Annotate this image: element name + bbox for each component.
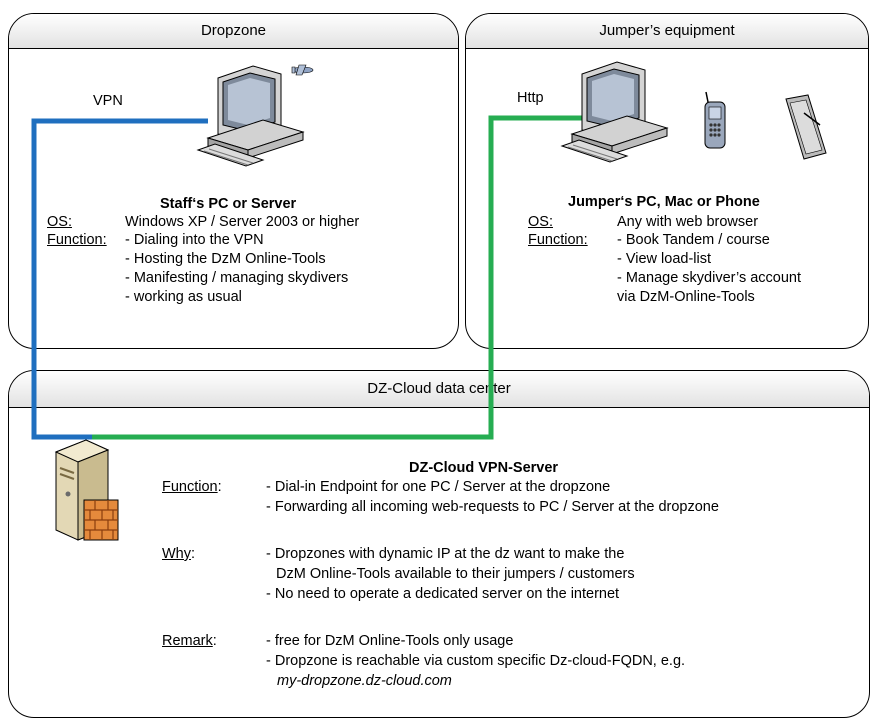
cloud-why-label-wrap: Why: (162, 545, 195, 563)
jumper-function-label: Function: (528, 232, 588, 248)
cloud-remark-colon: : (212, 633, 217, 649)
http-link-label: Http (517, 90, 544, 106)
cloud-title: DZ-Cloud data center (9, 371, 869, 408)
cloud-function-item: - Dial-in Endpoint for one PC / Server a… (266, 479, 611, 495)
dropzone-function-item: - Hosting the DzM Online-Tools (125, 251, 326, 267)
dropzone-function-item: - working as usual (125, 289, 242, 305)
jumper-title: Jumper’s equipment (466, 14, 868, 49)
example-fqdn: my-dropzone.dz-cloud.com (277, 673, 452, 689)
dropzone-os-label: OS: (47, 214, 72, 230)
dropzone-function-item: - Manifesting / managing skydivers (125, 270, 349, 286)
jumper-function-item: - Book Tandem / course (617, 232, 770, 248)
jumper-device-title: Jumper‘s PC, Mac or Phone (568, 194, 760, 210)
cloud-why-item: - No need to operate a dedicated server … (266, 586, 620, 602)
cloud-remark-item: - Dropzone is reachable via custom speci… (266, 653, 686, 669)
staff-device-title: Staff‘s PC or Server (160, 196, 297, 212)
cloud-function-label: Function (162, 479, 218, 495)
jumper-function-item: - View load-list (617, 251, 712, 267)
cloud-device-title: DZ-Cloud VPN-Server (409, 460, 559, 476)
cloud-why-colon: : (191, 546, 196, 562)
dropzone-title: Dropzone (9, 14, 458, 49)
jumper-function-item: via DzM-Online-Tools (617, 289, 755, 305)
tablet-icon (785, 94, 827, 160)
server-with-firewall-icon (54, 439, 119, 541)
cloud-why-item: - Dropzones with dynamic IP at the dz wa… (266, 546, 625, 562)
dropzone-function-label: Function: (47, 232, 107, 248)
http-connection-line (92, 115, 585, 440)
cloud-function-colon: : (217, 479, 222, 495)
desktop-pc-icon (196, 65, 305, 167)
cloud-why-item: DzM Online-Tools available to their jump… (276, 566, 635, 582)
jumper-os-label: OS: (528, 214, 553, 230)
mobile-phone-icon (704, 91, 726, 149)
airplane-icon (291, 64, 314, 76)
cloud-remark-item: - free for DzM Online-Tools only usage (266, 633, 514, 649)
dropzone-function-item: - Dialing into the VPN (125, 232, 264, 248)
jumper-panel: Jumper’s equipment (465, 13, 869, 349)
cloud-remark-label-wrap: Remark: (162, 632, 217, 650)
cloud-function-label-wrap: Function: (162, 478, 222, 496)
vpn-connection-line (31, 118, 208, 440)
cloud-panel: DZ-Cloud data center (8, 370, 870, 718)
dropzone-os-value: Windows XP / Server 2003 or higher (125, 214, 360, 230)
cloud-why-label: Why (162, 546, 191, 562)
jumper-function-item: - Manage skydiver’s account (617, 270, 802, 286)
cloud-function-item: - Forwarding all incoming web-requests t… (266, 499, 719, 515)
desktop-pc-icon (560, 61, 669, 163)
jumper-os-value: Any with web browser (617, 214, 759, 230)
vpn-link-label: VPN (93, 93, 123, 109)
cloud-remark-label: Remark (162, 633, 213, 649)
dropzone-panel: Dropzone (8, 13, 459, 349)
